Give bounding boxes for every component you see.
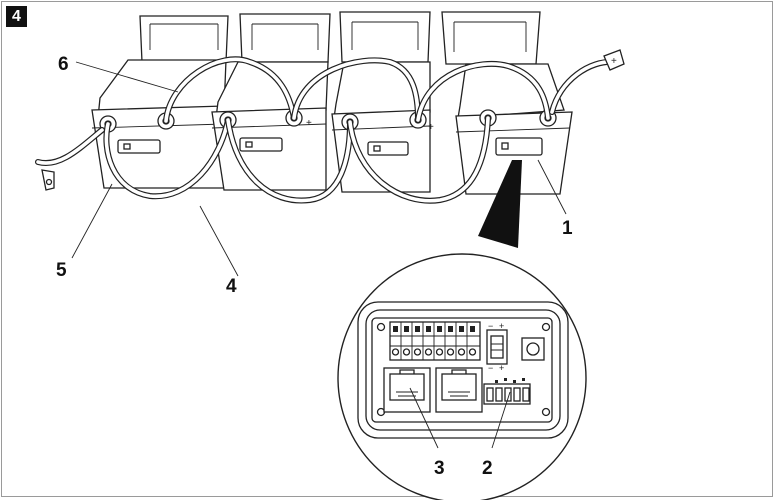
polarity-connector: − + − +	[486, 321, 508, 373]
dip-switch-icon	[483, 378, 531, 405]
rj-socket-icon	[435, 367, 483, 413]
battery-icon	[211, 13, 331, 191]
callout-3: 3	[434, 458, 445, 479]
cable-lug-icon: +	[603, 49, 625, 71]
leader-lines	[71, 61, 567, 449]
positive-lead-mark: +	[611, 56, 617, 67]
connector-plus-mark: +	[499, 363, 504, 373]
terminal-plus-mark: +	[428, 122, 434, 133]
callout-5: 5	[56, 260, 67, 281]
magnifier-pointer	[478, 160, 522, 248]
power-cables	[35, 56, 617, 204]
push-button-icon	[521, 337, 545, 361]
terminal-plus-mark: +	[306, 118, 312, 129]
rj-socket-icon	[383, 367, 431, 413]
callout-4: 4	[226, 276, 237, 297]
connector-minus-mark: −	[488, 321, 493, 331]
magnified-control-panel: − + − +	[337, 253, 587, 500]
callout-2: 2	[482, 458, 493, 479]
connector-plus-mark: +	[499, 321, 504, 331]
cable-lug-icon	[41, 169, 55, 191]
callout-6: 6	[58, 54, 69, 75]
figure-number-badge: 4	[6, 6, 27, 27]
terminal-block-icon	[389, 321, 481, 361]
connector-minus-mark: −	[488, 363, 493, 373]
callout-1: 1	[562, 218, 573, 239]
battery-bank	[91, 11, 573, 195]
